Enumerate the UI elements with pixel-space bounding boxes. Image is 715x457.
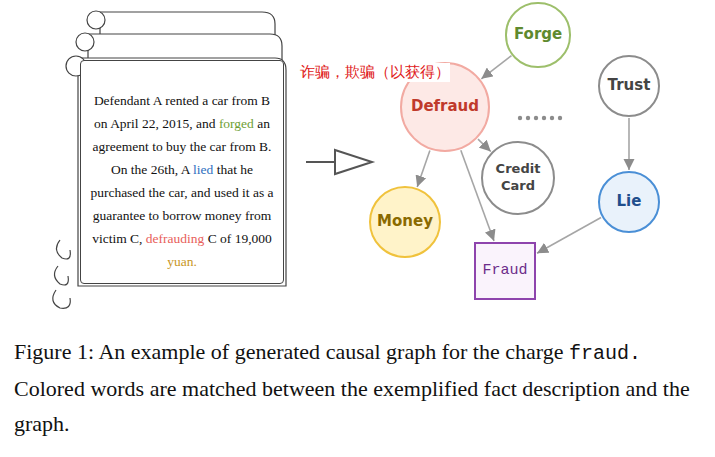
ellipsis-dots — [518, 116, 562, 120]
translation-note: 诈骗，欺骗（以获得） — [300, 63, 450, 82]
hollow-arrow — [306, 150, 372, 174]
fact-description: Defendant A rented a car from B on April… — [80, 60, 284, 284]
node-label: Credit Card — [493, 161, 543, 195]
causal-arrow — [537, 218, 601, 254]
concept-circle: Trust — [598, 55, 660, 117]
node-label: Lie — [617, 192, 642, 212]
node-label: Forge — [514, 25, 562, 45]
causal-arrow — [481, 56, 511, 79]
node-label: Fraud — [482, 261, 527, 281]
concept-circle: Credit Card — [481, 141, 555, 215]
causal-arrow — [478, 139, 491, 151]
concept-circle: Money — [369, 186, 441, 258]
scroll-pages — [53, 11, 286, 308]
causal-arrow — [417, 150, 430, 186]
charge-box: Fraud — [474, 242, 536, 300]
fact-text: Defendant A rented a car from B on April… — [89, 89, 275, 273]
figure-caption: Figure 1: An example of generated causal… — [14, 334, 704, 441]
node-label: Defraud — [411, 97, 479, 117]
node-label: Money — [377, 212, 433, 232]
concept-circle: Lie — [598, 171, 660, 233]
causal-arrow — [628, 118, 630, 170]
node-label: Trust — [608, 76, 651, 96]
concept-circle: Forge — [505, 2, 570, 67]
